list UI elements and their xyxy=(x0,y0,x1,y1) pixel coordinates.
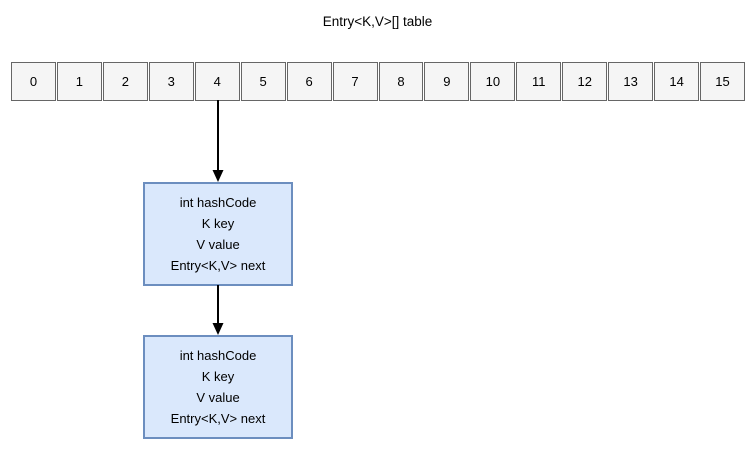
entry-node-2-field-value: V value xyxy=(196,390,240,405)
bucket-cell-1[interactable]: 1 xyxy=(56,62,102,101)
bucket-cell-2[interactable]: 2 xyxy=(102,62,148,101)
bucket-cell-12[interactable]: 12 xyxy=(562,62,608,101)
bucket-cell-14[interactable]: 14 xyxy=(654,62,700,101)
bucket-cell-9[interactable]: 9 xyxy=(424,62,470,101)
bucket-cell-0[interactable]: 0 xyxy=(11,62,56,101)
entry-node-2-field-next: Entry<K,V> next xyxy=(170,411,266,426)
entry-node-1-field-value: V value xyxy=(196,237,240,252)
entry-node-2-field-hashcode: int hashCode xyxy=(179,348,257,363)
bucket-cell-11[interactable]: 11 xyxy=(516,62,562,101)
bucket-cell-10[interactable]: 10 xyxy=(470,62,516,101)
bucket-cell-8[interactable]: 8 xyxy=(378,62,424,101)
arrow-entry1-to-entry2 xyxy=(212,285,224,335)
bucket-cell-15[interactable]: 15 xyxy=(700,62,745,101)
bucket-array-table: 0 1 2 3 4 5 6 7 8 9 10 11 12 13 14 15 xyxy=(11,62,745,101)
bucket-cell-4[interactable]: 4 xyxy=(194,62,240,101)
entry-node-1-field-hashcode: int hashCode xyxy=(179,195,257,210)
bucket-cell-6[interactable]: 6 xyxy=(286,62,332,101)
bucket-cell-13[interactable]: 13 xyxy=(608,62,654,101)
entry-node-1-field-key: K key xyxy=(201,216,235,231)
entry-node-2-field-key: K key xyxy=(201,369,235,384)
entry-node-2[interactable]: int hashCode K key V value Entry<K,V> ne… xyxy=(143,335,293,439)
bucket-cell-5[interactable]: 5 xyxy=(240,62,286,101)
arrow-bucket-to-entry1 xyxy=(212,100,224,182)
entry-node-1-field-next: Entry<K,V> next xyxy=(170,258,266,273)
entry-node-1[interactable]: int hashCode K key V value Entry<K,V> ne… xyxy=(143,182,293,286)
bucket-cell-7[interactable]: 7 xyxy=(332,62,378,101)
page-title: Entry<K,V>[] table xyxy=(322,14,433,29)
bucket-cell-3[interactable]: 3 xyxy=(148,62,194,101)
